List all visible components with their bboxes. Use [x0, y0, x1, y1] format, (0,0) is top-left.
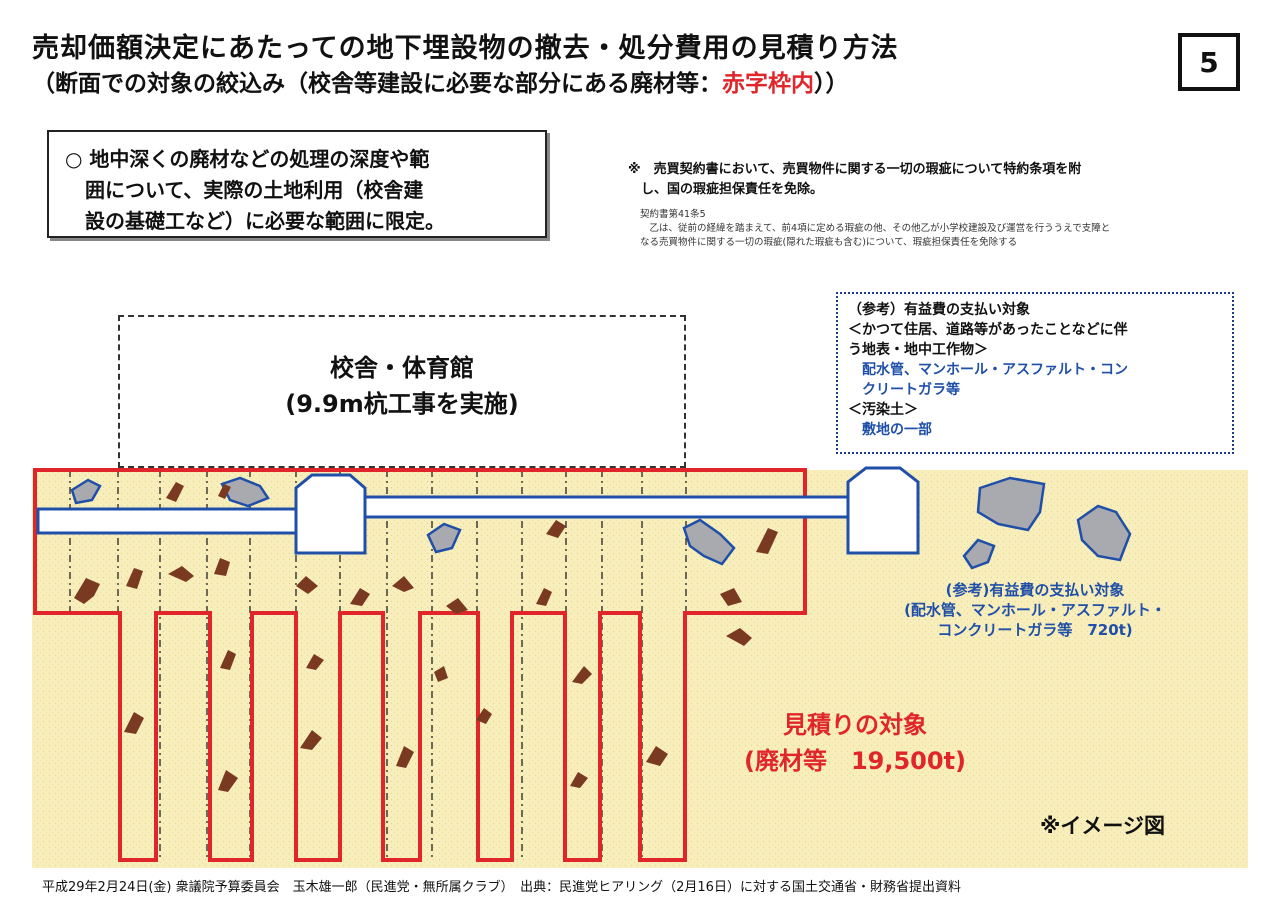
estimate-label-line: 見積りの対象 [783, 711, 927, 739]
contract-clause-line: 契約書第41条5 [640, 209, 706, 220]
school-building-outline [118, 315, 686, 468]
reference-label-line: (参考)有益費の支払い対象 [945, 581, 1125, 599]
reference-box-line: ＜汚染土＞ [848, 402, 918, 418]
reference-label-line: コンクリートガラ等 720t) [937, 621, 1133, 639]
school-building-label: 校舎・体育館 (9.9m杭工事を実施) [118, 350, 686, 422]
reference-box-line: 配水管、マンホール・アスファルト・コン [848, 362, 1128, 378]
manhole-right [846, 466, 920, 555]
reference-box: （参考）有益費の支払い対象 ＜かつて住居、道路等があったことなどに伴 う地表・地… [836, 292, 1234, 454]
estimate-label-line: (廃材等 19,500t) [743, 747, 967, 775]
page-title: 売却価額決定にあたっての地下埋設物の撤去・処分費用の見積り方法 [32, 33, 899, 64]
concrete-debris [70, 476, 1132, 570]
image-note: ※イメージ図 [1040, 814, 1165, 838]
page-subtitle: （断面での対象の絞込み（校舎等建設に必要な部分にある廃材等：赤字枠内）） [32, 64, 849, 98]
summary-note-box: ○ 地中深くの廃材などの処理の深度や範 囲について、実際の土地利用（校舎建 設の… [47, 130, 547, 238]
contract-note: ※ 売買契約書において、売買物件に関する一切の瑕疵について特約条項を附 し、国の… [628, 160, 1228, 200]
contract-note-line: し、国の瑕疵担保責任を免除。 [628, 182, 824, 197]
reference-box-line: 敷地の一部 [848, 422, 932, 438]
subtitle-prefix: （断面での対象の絞込み（校舎等建設に必要な部分にある廃材等： [32, 71, 722, 97]
estimate-frame [33, 468, 807, 862]
subtitle-suffix: ）） [814, 71, 849, 97]
contract-clause-line: なる売買物件に関する一切の瑕疵(隠れた瑕疵も含む)について、瑕疵担保責任を免除す… [640, 237, 1018, 248]
summary-note-line: 囲について、実際の土地利用（校舎建 [65, 178, 424, 202]
reference-label-line: (配水管、マンホール・アスファルト・ [904, 601, 1166, 619]
summary-note-line: ○ 地中深くの廃材などの処理の深度や範 [65, 147, 430, 171]
building-label-line: 校舎・体育館 [330, 354, 474, 382]
contract-clause: 契約書第41条5 乙は、従前の経緯を踏まえて、前4項に定める瑕疵の他、その他乙が… [640, 208, 1240, 250]
contract-note-line: ※ 売買契約書において、売買物件に関する一切の瑕疵について特約条項を附 [628, 162, 1082, 177]
manhole-left [294, 473, 367, 555]
reference-box-line: （参考）有益費の支払い対象 [848, 302, 1030, 318]
reference-box-line: ＜かつて住居、道路等があったことなどに伴 [848, 322, 1128, 338]
reference-box-line: クリートガラ等 [848, 382, 960, 398]
contract-clause-line: 乙は、従前の経緯を踏まえて、前4項に定める瑕疵の他、その他乙が小学校建設及び運営… [640, 223, 1111, 234]
reference-box-line: う地表・地中工作物＞ [848, 342, 988, 358]
waste-debris [74, 482, 778, 792]
estimate-label: 見積りの対象 (廃材等 19,500t) [690, 707, 1020, 779]
summary-note-line: 設の基礎工など）に必要な範囲に限定。 [65, 209, 445, 233]
page-number: 5 [1178, 33, 1240, 91]
source-footer: 平成29年2月24日(金) 衆議院予算委員会 玉木雄一郎（民進党・無所属クラブ）… [42, 880, 961, 895]
building-label-line: (9.9m杭工事を実施) [285, 390, 519, 418]
subtitle-red-text: 赤字枠内 [722, 71, 814, 97]
water-pipe [36, 495, 850, 535]
reference-label: (参考)有益費の支払い対象 (配水管、マンホール・アスファルト・ コンクリートガ… [870, 580, 1200, 640]
